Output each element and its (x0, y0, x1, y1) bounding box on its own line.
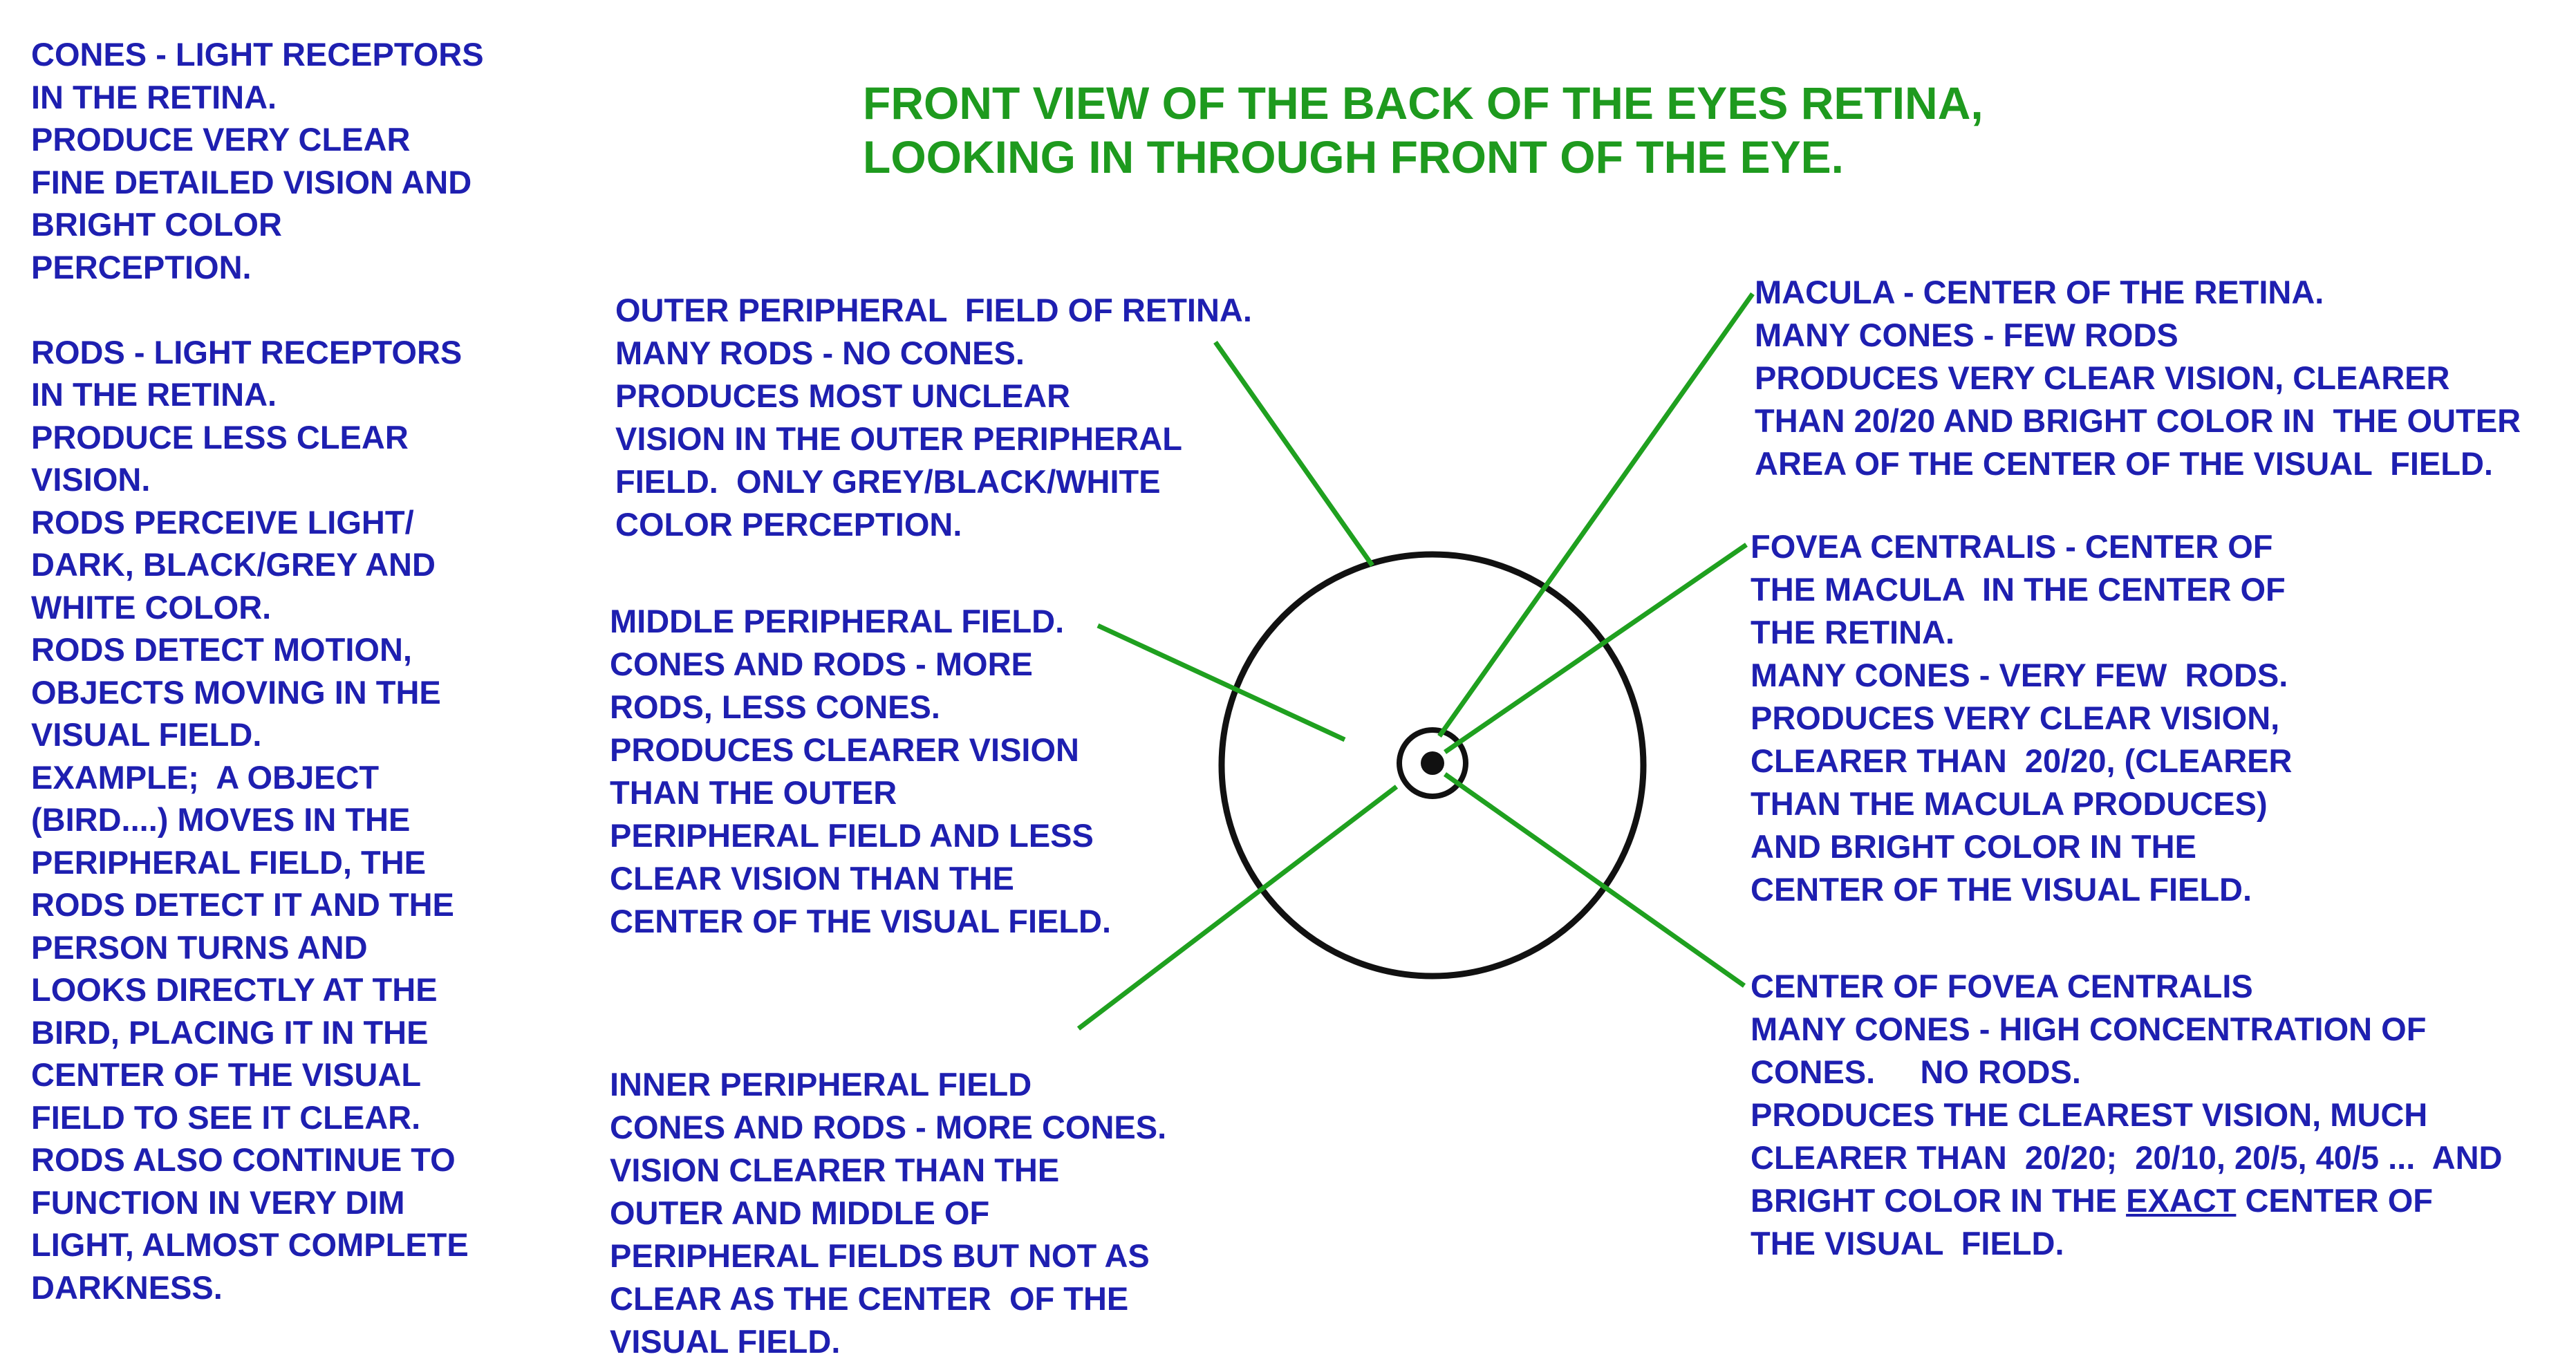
label-line: CENTER OF THE VISUAL FIELD. (1751, 871, 2252, 908)
title-line-2: LOOKING IN THROUGH FRONT OF THE EYE. (863, 131, 1844, 182)
notes-line: PRODUCE VERY CLEAR (31, 121, 411, 158)
label-line: CONES. NO RODS. (1751, 1053, 2081, 1090)
label-line: FIELD. ONLY GREY/BLACK/WHITE (615, 463, 1161, 500)
label-line: THAN 20/20 AND BRIGHT COLOR IN THE OUTER (1755, 402, 2521, 439)
label-line: MANY CONES - HIGH CONCENTRATION OF (1751, 1011, 2427, 1047)
label-line: CLEAR AS THE CENTER OF THE (610, 1280, 1129, 1317)
macula-label: MACULA - CENTER OF THE RETINA. MANY CONE… (1755, 271, 2521, 485)
notes-line: DARK, BLACK/GREY AND (31, 546, 436, 583)
outer-peripheral-label: OUTER PERIPHERAL FIELD OF RETINA. MANY R… (615, 289, 1252, 546)
notes-line: DARKNESS. (31, 1268, 223, 1306)
fovea-centralis-ring (1397, 727, 1468, 799)
label-line: INNER PERIPHERAL FIELD (610, 1066, 1032, 1103)
label-line: CONES AND RODS - MORE (610, 646, 1033, 682)
label-line: PERIPHERAL FIELD AND LESS (610, 817, 1094, 854)
notes-line: PERCEPTION. (31, 248, 252, 285)
retina-outer-circle (1218, 551, 1647, 980)
label-line: PRODUCES VERY CLEAR VISION, CLEARER (1755, 359, 2450, 396)
notes-line: (BIRD....) MOVES IN THE (31, 801, 411, 838)
label-line: CLEAR VISION THAN THE (610, 860, 1014, 897)
notes-line: PERSON TURNS AND (31, 928, 368, 966)
notes-line: FUNCTION IN VERY DIM (31, 1183, 405, 1221)
label-line: RODS, LESS CONES. (610, 688, 940, 725)
notes-line: PRODUCE LESS CLEAR (31, 418, 409, 456)
label-line: MANY CONES - VERY FEW RODS. (1751, 657, 2288, 693)
leader-line-fovea-centralis (1444, 543, 1748, 754)
label-line: MANY CONES - FEW RODS (1755, 317, 2178, 353)
leader-line-macula (1437, 292, 1755, 738)
notes-line: FINE DETAILED VISION AND (31, 163, 472, 200)
notes-line: RODS PERCEIVE LIGHT/ (31, 503, 414, 541)
notes-line: FIELD TO SEE IT CLEAR. (31, 1098, 421, 1136)
label-line: CENTER OF THE VISUAL FIELD. (610, 903, 1112, 939)
label-line: MANY RODS - NO CONES. (615, 335, 1025, 371)
notes-line: RODS ALSO CONTINUE TO (31, 1141, 456, 1178)
label-line: CLEARER THAN 20/20; 20/10, 20/5, 40/5 ..… (1751, 1139, 2503, 1176)
notes-line: CONES - LIGHT RECEPTORS (31, 36, 484, 73)
label-line: THAN THE OUTER (610, 774, 897, 811)
notes-line: IN THE RETINA. (31, 376, 277, 413)
title-line-1: FRONT VIEW OF THE BACK OF THE EYES RETIN… (863, 77, 1984, 129)
inner-peripheral-label: INNER PERIPHERAL FIELD CONES AND RODS - … (610, 1063, 1166, 1363)
label-text: BRIGHT COLOR IN THE (1751, 1182, 2127, 1219)
middle-peripheral-label: MIDDLE PERIPHERAL FIELD. CONES AND RODS … (610, 600, 1111, 943)
label-line: AND BRIGHT COLOR IN THE (1751, 828, 2196, 865)
label-line: AREA OF THE CENTER OF THE VISUAL FIELD. (1755, 445, 2493, 482)
notes-line: LOOKS DIRECTLY AT THE (31, 971, 438, 1008)
center-fovea-label: CENTER OF FOVEA CENTRALIS MANY CONES - H… (1751, 965, 2503, 1265)
label-line: OUTER AND MIDDLE OF (610, 1194, 990, 1231)
exact-underlined-word: EXACT (2126, 1182, 2237, 1219)
label-line: PERIPHERAL FIELDS BUT NOT AS (610, 1237, 1150, 1274)
notes-line: OBJECTS MOVING IN THE (31, 673, 441, 711)
label-line: THE MACULA IN THE CENTER OF (1751, 571, 2286, 608)
notes-line: VISION. (31, 461, 151, 498)
notes-line (31, 288, 484, 331)
label-line: OUTER PERIPHERAL FIELD OF RETINA. (615, 292, 1252, 328)
leader-line-inner-peripheral (1076, 785, 1399, 1031)
leader-line-outer-peripheral (1213, 340, 1374, 568)
label-line: VISION IN THE OUTER PERIPHERAL (615, 420, 1182, 457)
notes-line: CENTER OF THE VISUAL (31, 1056, 422, 1093)
leader-line-middle-peripheral (1096, 623, 1346, 742)
label-line: FOVEA CENTRALIS - CENTER OF (1751, 528, 2273, 565)
label-line: BRIGHT COLOR IN THE EXACT CENTER OF (1751, 1179, 2503, 1222)
label-line: VISION CLEARER THAN THE (610, 1152, 1060, 1188)
notes-line: RODS - LIGHT RECEPTORS (31, 333, 463, 371)
label-line: PRODUCES CLEARER VISION (610, 731, 1079, 768)
label-line: MACULA - CENTER OF THE RETINA. (1755, 274, 2324, 310)
label-line: CONES AND RODS - MORE CONES. (610, 1109, 1167, 1145)
notes-line: RODS DETECT IT AND THE (31, 886, 454, 923)
label-line: THE VISUAL FIELD. (1751, 1225, 2064, 1262)
leader-line-center-fovea (1443, 772, 1746, 988)
notes-line: EXAMPLE; A OBJECT (31, 758, 380, 796)
label-line: THAN THE MACULA PRODUCES) (1751, 785, 2268, 822)
diagram-title: FRONT VIEW OF THE BACK OF THE EYES RETIN… (863, 76, 1984, 184)
label-line: THE RETINA. (1751, 614, 1955, 650)
cones-rods-notes: CONES - LIGHT RECEPTORS IN THE RETINA. P… (31, 33, 484, 1309)
notes-line: PERIPHERAL FIELD, THE (31, 843, 427, 881)
label-line: PRODUCES MOST UNCLEAR (615, 377, 1071, 414)
label-line: COLOR PERCEPTION. (615, 506, 962, 543)
label-line: MIDDLE PERIPHERAL FIELD. (610, 603, 1065, 639)
label-line: PRODUCES THE CLEAREST VISION, MUCH (1751, 1096, 2428, 1133)
notes-line: BRIGHT COLOR (31, 206, 282, 243)
notes-line: IN THE RETINA. (31, 78, 277, 115)
notes-line: LIGHT, ALMOST COMPLETE (31, 1226, 469, 1263)
label-line: VISUAL FIELD. (610, 1323, 841, 1360)
notes-line: BIRD, PLACING IT IN THE (31, 1013, 429, 1051)
notes-line: VISUAL FIELD. (31, 716, 262, 753)
label-text: CENTER OF (2236, 1182, 2434, 1219)
label-line: PRODUCES VERY CLEAR VISION, (1751, 700, 2280, 736)
notes-line: WHITE COLOR. (31, 588, 272, 626)
fovea-centralis-label: FOVEA CENTRALIS - CENTER OF THE MACULA I… (1751, 525, 2292, 911)
fovea-center-dot (1421, 751, 1444, 775)
notes-line: RODS DETECT MOTION, (31, 631, 412, 668)
label-line: CLEARER THAN 20/20, (CLEARER (1751, 742, 2293, 779)
label-line: CENTER OF FOVEA CENTRALIS (1751, 968, 2253, 1004)
